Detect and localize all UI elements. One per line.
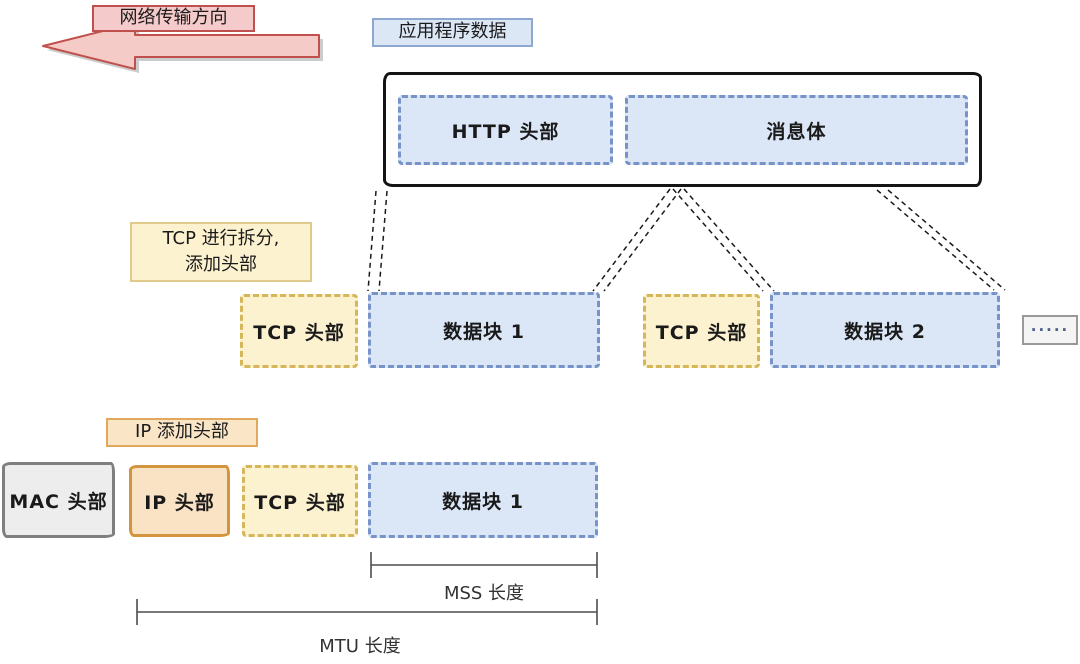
- split-connector-lines: [367, 188, 1006, 292]
- app-data-label: 应用程序数据: [372, 18, 533, 47]
- tcp-header-block-2: TCP 头部: [643, 294, 760, 368]
- mtu-length-label: MTU 长度: [319, 636, 401, 657]
- data-block-1-text: 数据块 1: [443, 320, 525, 343]
- mac-header-text: MAC 头部: [9, 490, 108, 513]
- mac-header-block: MAC 头部: [2, 462, 115, 538]
- ip-add-note: IP 添加头部: [106, 418, 258, 447]
- data-block-2-text: 数据块 2: [844, 320, 926, 343]
- http-header-block: HTTP 头部: [398, 95, 613, 165]
- tcp-header-3-text: TCP 头部: [254, 491, 346, 514]
- mss-bracket: [370, 552, 598, 578]
- data-block-2: 数据块 2: [770, 292, 1000, 368]
- tcp-split-note-line1: TCP 进行拆分,: [162, 227, 280, 249]
- more-blocks-ellipsis: ·····: [1022, 315, 1078, 345]
- tcp-header-1-text: TCP 头部: [253, 321, 345, 344]
- more-blocks-ellipsis-text: ·····: [1030, 320, 1070, 339]
- message-body-text: 消息体: [766, 120, 827, 143]
- mss-length-label: MSS 长度: [443, 583, 525, 604]
- direction-label: 网络传输方向: [92, 5, 255, 32]
- tcp-header-block-3: TCP 头部: [242, 465, 358, 537]
- data-block-1-bottom-text: 数据块 1: [442, 490, 524, 513]
- data-block-1: 数据块 1: [368, 292, 600, 368]
- tcp-header-2-text: TCP 头部: [655, 321, 748, 344]
- ip-header-text: IP 头部: [144, 491, 215, 514]
- ip-add-note-text: IP 添加头部: [135, 421, 229, 443]
- tcp-split-note: TCP 进行拆分, 添加头部: [130, 222, 312, 282]
- direction-label-text: 网络传输方向: [119, 7, 228, 29]
- mtu-bracket: [136, 599, 598, 625]
- data-block-1-bottom: 数据块 1: [368, 462, 598, 538]
- tcp-split-note-line2: 添加头部: [185, 254, 257, 275]
- message-body-block: 消息体: [625, 95, 968, 165]
- app-data-label-text: 应用程序数据: [398, 21, 507, 43]
- http-header-text: HTTP 头部: [451, 120, 560, 143]
- tcp-header-block-1: TCP 头部: [240, 294, 358, 368]
- ip-header-block: IP 头部: [129, 465, 230, 537]
